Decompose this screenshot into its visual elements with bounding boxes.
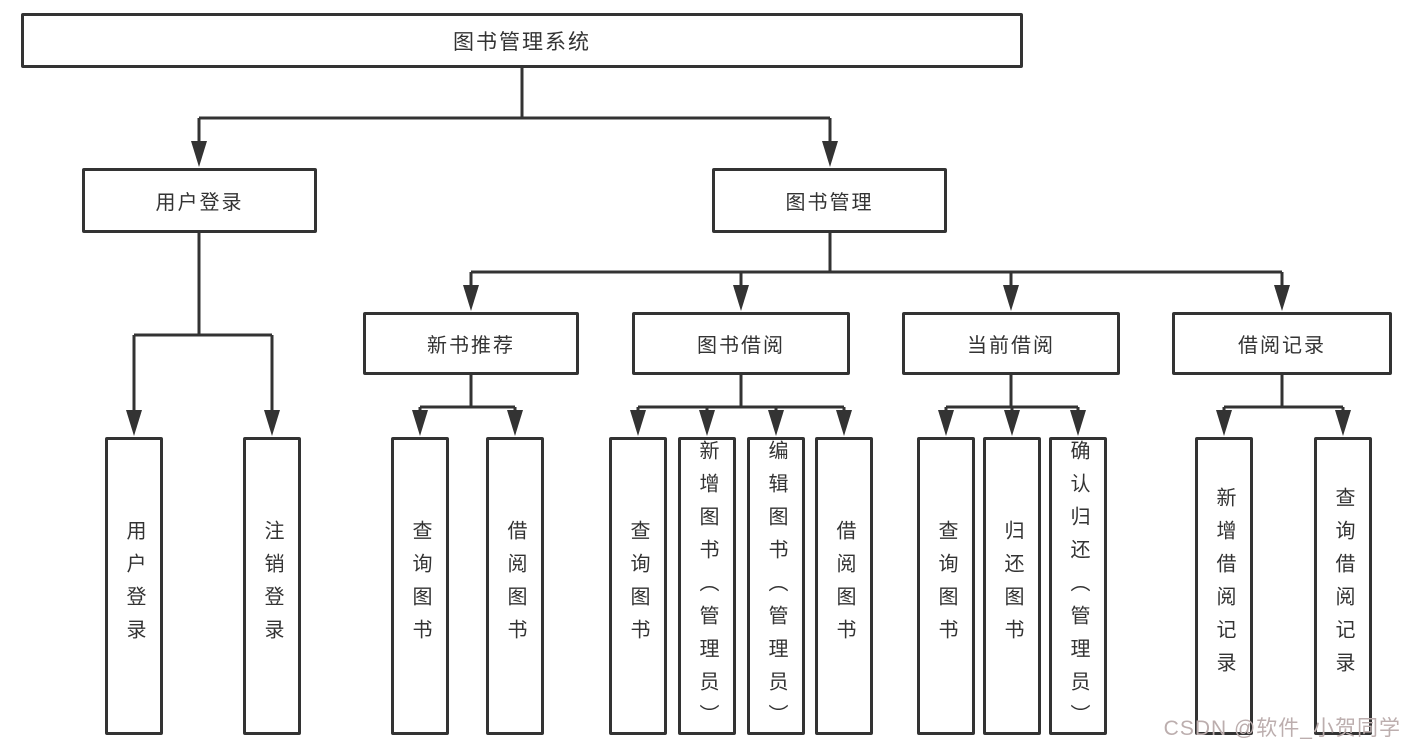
node-label: 确认归还（管理员） bbox=[1067, 440, 1089, 737]
node-book-management: 图书管理 bbox=[712, 168, 947, 233]
node-label: 查询借阅记录 bbox=[1332, 487, 1354, 685]
node-label: 编辑图书（管理员） bbox=[765, 440, 787, 737]
node-leaf-user-login: 用户登录 bbox=[105, 437, 163, 735]
node-label: 新增借阅记录 bbox=[1213, 487, 1235, 685]
node-label: 借阅记录 bbox=[1238, 335, 1326, 357]
node-borrowing-records: 借阅记录 bbox=[1172, 312, 1392, 375]
node-leaf-add-borrow-record: 新增借阅记录 bbox=[1195, 437, 1253, 735]
node-leaf-query-borrow-record: 查询借阅记录 bbox=[1314, 437, 1372, 735]
node-leaf-confirm-return-admin: 确认归还（管理员） bbox=[1049, 437, 1107, 737]
node-book-borrowing: 图书借阅 bbox=[632, 312, 850, 375]
node-label: 用户登录 bbox=[155, 192, 244, 214]
node-user-login: 用户登录 bbox=[82, 168, 317, 233]
node-label: 当前借阅 bbox=[967, 335, 1055, 357]
node-leaf-logout: 注销登录 bbox=[243, 437, 301, 735]
node-label: 图书借阅 bbox=[697, 335, 785, 357]
node-label: 归还图书 bbox=[1001, 520, 1023, 652]
node-label: 新增图书（管理员） bbox=[696, 440, 718, 737]
node-leaf-query-books-current: 查询图书 bbox=[917, 437, 975, 735]
csdn-watermark: CSDN @软件_小贺同学 bbox=[1163, 717, 1401, 740]
arrowheads bbox=[126, 141, 1351, 436]
node-label: 查询图书 bbox=[627, 520, 649, 652]
node-current-borrowing: 当前借阅 bbox=[902, 312, 1120, 375]
node-leaf-query-books-borrowing: 查询图书 bbox=[609, 437, 667, 735]
node-leaf-query-books-recommend: 查询图书 bbox=[391, 437, 449, 735]
node-leaf-borrow-books: 借阅图书 bbox=[815, 437, 873, 735]
node-label: 图书管理 bbox=[785, 192, 874, 214]
node-leaf-borrow-books-recommend: 借阅图书 bbox=[486, 437, 544, 735]
node-label: 用户登录 bbox=[123, 520, 145, 652]
node-label: 借阅图书 bbox=[833, 520, 855, 652]
node-label: 查询图书 bbox=[935, 520, 957, 652]
node-library-management-system: 图书管理系统 bbox=[21, 13, 1023, 68]
node-label: 新书推荐 bbox=[427, 335, 515, 357]
node-label: 图书管理系统 bbox=[453, 30, 591, 54]
node-leaf-return-books: 归还图书 bbox=[983, 437, 1041, 735]
node-label: 注销登录 bbox=[261, 520, 283, 652]
node-new-book-recommendation: 新书推荐 bbox=[363, 312, 579, 375]
node-label: 查询图书 bbox=[409, 520, 431, 652]
node-leaf-edit-books-admin: 编辑图书（管理员） bbox=[747, 437, 805, 737]
node-label: 借阅图书 bbox=[504, 520, 526, 652]
node-leaf-add-books-admin: 新增图书（管理员） bbox=[678, 437, 736, 737]
